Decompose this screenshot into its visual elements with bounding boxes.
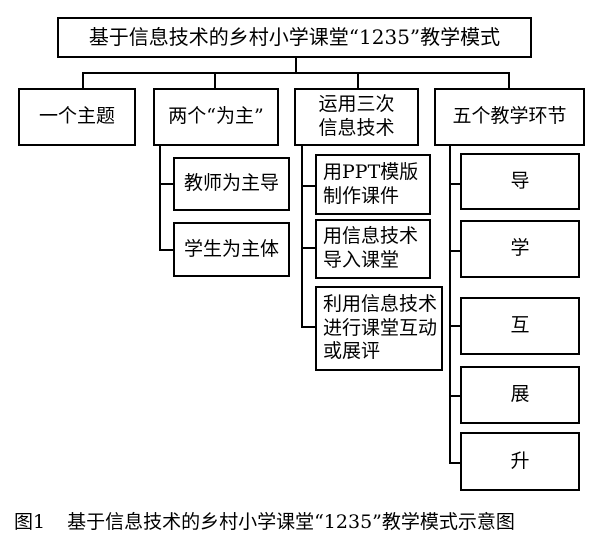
child-node-3-2: 用信息技术 导入课堂 <box>315 219 431 279</box>
figure-number: 图1 <box>14 511 46 533</box>
branch-label-3: 运用三次 信息技术 <box>318 93 395 139</box>
child-node-4-4: 展 <box>460 366 580 424</box>
child-node-4-2: 学 <box>460 220 580 278</box>
tick-3-2 <box>301 247 317 249</box>
child-label-4-1: 导 <box>510 169 530 192</box>
child-node-2-2: 学生为主体 <box>173 222 290 277</box>
spine-2 <box>159 146 161 251</box>
tick-3-1 <box>301 185 317 187</box>
child-label-4-5: 升 <box>510 449 530 472</box>
child-node-3-3: 利用信息技术 进行课堂互动 或展评 <box>315 286 443 371</box>
branch-stem-3 <box>357 72 359 89</box>
child-node-4-5: 升 <box>460 432 580 491</box>
tick-4-4 <box>449 395 462 397</box>
root-label: 基于信息技术的乡村小学课堂“1235”教学模式 <box>88 25 501 49</box>
child-label-4-4: 展 <box>510 383 530 406</box>
child-node-3-1: 用PPT模版 制作课件 <box>315 154 431 215</box>
tick-4-1 <box>449 183 462 185</box>
branch-stem-4 <box>508 72 510 89</box>
branch-node-1: 一个主题 <box>18 88 136 146</box>
tick-4-3 <box>449 325 462 327</box>
branch-stem-2 <box>214 72 216 89</box>
child-label-2-2: 学生为主体 <box>183 237 279 260</box>
child-label-2-1: 教师为主导 <box>183 172 279 195</box>
child-node-4-1: 导 <box>460 153 580 210</box>
child-label-3-3: 利用信息技术 进行课堂互动 或展评 <box>323 292 438 363</box>
tick-4-2 <box>449 250 462 252</box>
branch-label-2: 两个“为主” <box>168 105 264 128</box>
branch-node-2: 两个“为主” <box>153 88 279 146</box>
branch-node-4: 五个教学环节 <box>434 88 585 146</box>
root-stem <box>295 57 297 73</box>
tick-4-5 <box>449 462 462 464</box>
branch-node-3: 运用三次 信息技术 <box>294 88 419 146</box>
child-label-4-3: 互 <box>510 314 530 337</box>
child-node-4-3: 互 <box>460 297 580 355</box>
spine-4 <box>449 146 451 464</box>
root-node: 基于信息技术的乡村小学课堂“1235”教学模式 <box>57 17 532 58</box>
spine-3 <box>301 146 303 328</box>
branch-label-4: 五个教学环节 <box>452 105 567 128</box>
child-label-3-1: 用PPT模版 制作课件 <box>323 160 419 207</box>
child-node-2-1: 教师为主导 <box>173 157 290 211</box>
tick-3-3 <box>301 326 317 328</box>
figure-caption-text: 基于信息技术的乡村小学课堂“1235”教学模式示意图 <box>67 511 515 533</box>
figure-caption: 图1 基于信息技术的乡村小学课堂“1235”教学模式示意图 <box>0 506 600 538</box>
child-label-3-2: 用信息技术 导入课堂 <box>323 225 419 271</box>
branch-bus <box>82 72 510 74</box>
branch-label-1: 一个主题 <box>38 105 115 128</box>
branch-stem-1 <box>82 72 84 89</box>
tick-2-2 <box>159 249 175 251</box>
tick-2-1 <box>159 183 175 185</box>
child-label-4-2: 学 <box>510 237 530 260</box>
